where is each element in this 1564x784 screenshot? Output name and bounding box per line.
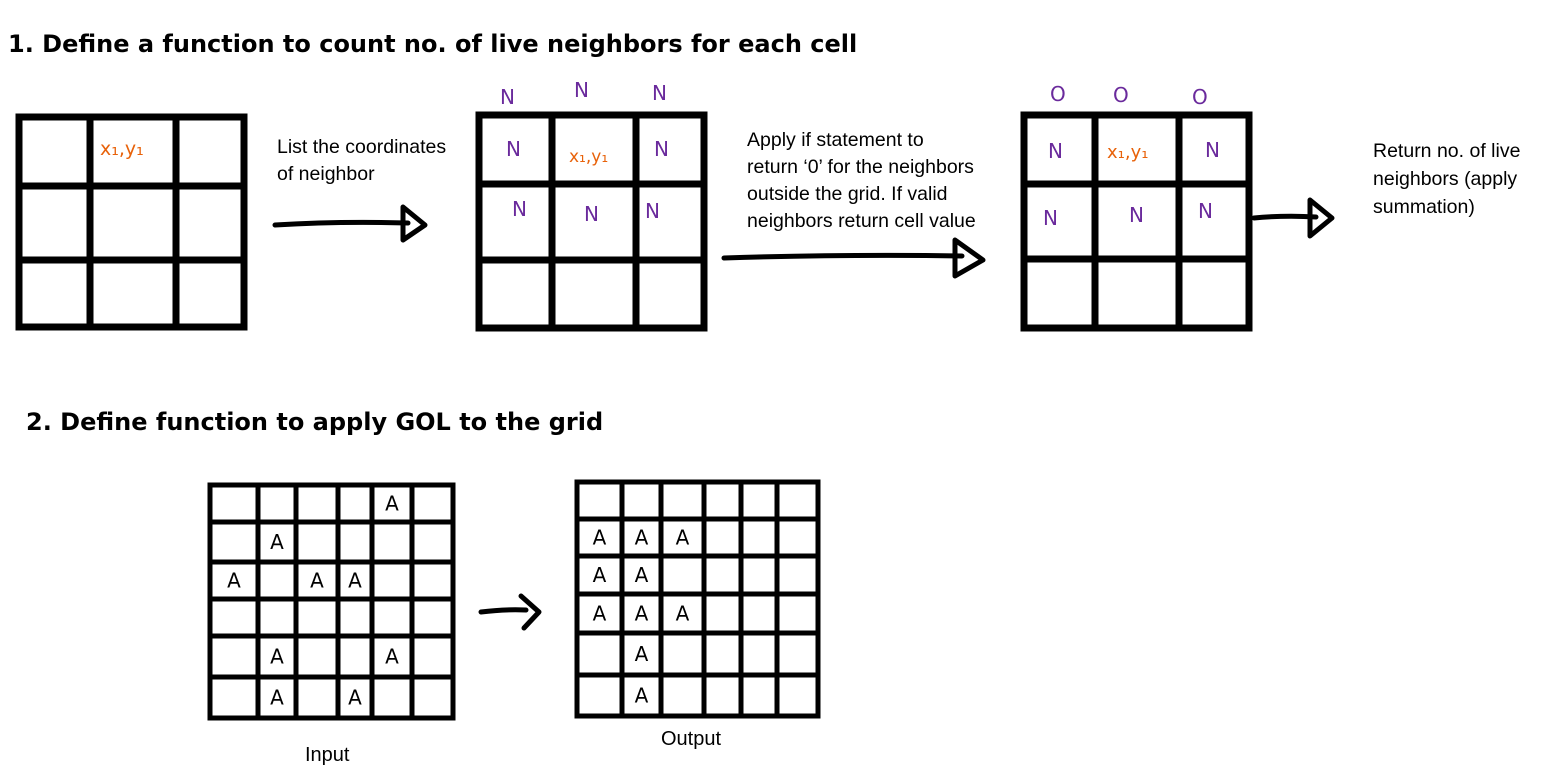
neighbor-label: N [512, 197, 527, 221]
alive-cell-label: A [676, 602, 690, 626]
output-caption: Output [661, 728, 722, 750]
alive-cell-label: A [385, 492, 399, 516]
neighbor-label: N [1043, 206, 1058, 230]
step1-line: List the coordinates [277, 136, 447, 158]
alive-cell-label: A [348, 686, 362, 710]
alive-cell-label: A [593, 526, 607, 550]
alive-cell-label: A [270, 645, 284, 669]
outside-label: O [1050, 82, 1066, 106]
step3-line: neighbors (apply [1373, 168, 1518, 190]
output-grid [574, 479, 821, 719]
alive-cell-label: A [385, 645, 399, 669]
neighbor-label: N [652, 81, 667, 105]
center-cell-label: x₁,y₁ [100, 138, 144, 160]
step2-line: Apply if statement to [747, 129, 924, 151]
alive-cell-label: A [593, 602, 607, 626]
input-grid [207, 482, 456, 721]
arrow-icon [478, 593, 542, 631]
alive-cell-label: A [270, 686, 284, 710]
grid-outside-check [1020, 111, 1253, 332]
neighbor-label: N [645, 199, 660, 223]
alive-cell-label: A [593, 563, 607, 587]
alive-cell-label: A [635, 684, 649, 708]
grid-border [1020, 111, 1253, 332]
neighbor-label: N [500, 85, 515, 109]
step3-line: summation) [1373, 196, 1475, 218]
alive-cell-label: A [348, 569, 362, 593]
grid-border [574, 479, 821, 719]
outside-label: O [1192, 85, 1208, 109]
neighbor-label: N [1205, 138, 1220, 162]
alive-cell-label: A [635, 526, 649, 550]
grid-border [475, 111, 708, 332]
center-cell-label: x₁,y₁ [1107, 142, 1148, 163]
alive-cell-label: A [310, 569, 324, 593]
step3-description: Return no. of live neighbors (apply summ… [1373, 137, 1520, 221]
center-cell-label: x₁,y₁ [569, 147, 608, 167]
input-caption: Input [305, 744, 350, 766]
alive-cell-label: A [635, 602, 649, 626]
neighbor-label: N [1129, 203, 1144, 227]
outside-label: O [1113, 83, 1129, 107]
alive-cell-label: A [270, 530, 284, 554]
alive-cell-label: A [676, 526, 690, 550]
arrow-icon [1251, 197, 1335, 239]
neighbor-label: N [1198, 199, 1213, 223]
grid-coordinate [15, 113, 248, 331]
grid-border [15, 113, 248, 331]
step3-line: Return no. of live [1373, 140, 1521, 162]
step2-line: outside the grid. If valid [747, 183, 948, 205]
neighbor-label: N [584, 202, 599, 226]
alive-cell-label: A [227, 569, 241, 593]
grid-neighbors [475, 111, 708, 332]
alive-cell-label: A [635, 642, 649, 666]
neighbor-label: N [654, 137, 669, 161]
section1-heading: 1. Define a function to count no. of liv… [8, 30, 858, 58]
neighbor-label: N [1048, 139, 1063, 163]
step2-line: neighbors return cell value [747, 210, 976, 232]
alive-cell-label: A [635, 563, 649, 587]
arrow-icon [272, 204, 428, 243]
neighbor-label: N [506, 137, 521, 161]
step2-line: return ‘0’ for the neighbors [747, 156, 974, 178]
step1-description: List the coordinates of neighbor [277, 134, 446, 188]
step2-description: Apply if statement to return ‘0’ for the… [747, 127, 976, 235]
section2-heading: 2. Define function to apply GOL to the g… [26, 408, 604, 436]
neighbor-label: N [574, 78, 589, 102]
arrow-icon [721, 237, 986, 279]
step1-line: of neighbor [277, 163, 375, 185]
